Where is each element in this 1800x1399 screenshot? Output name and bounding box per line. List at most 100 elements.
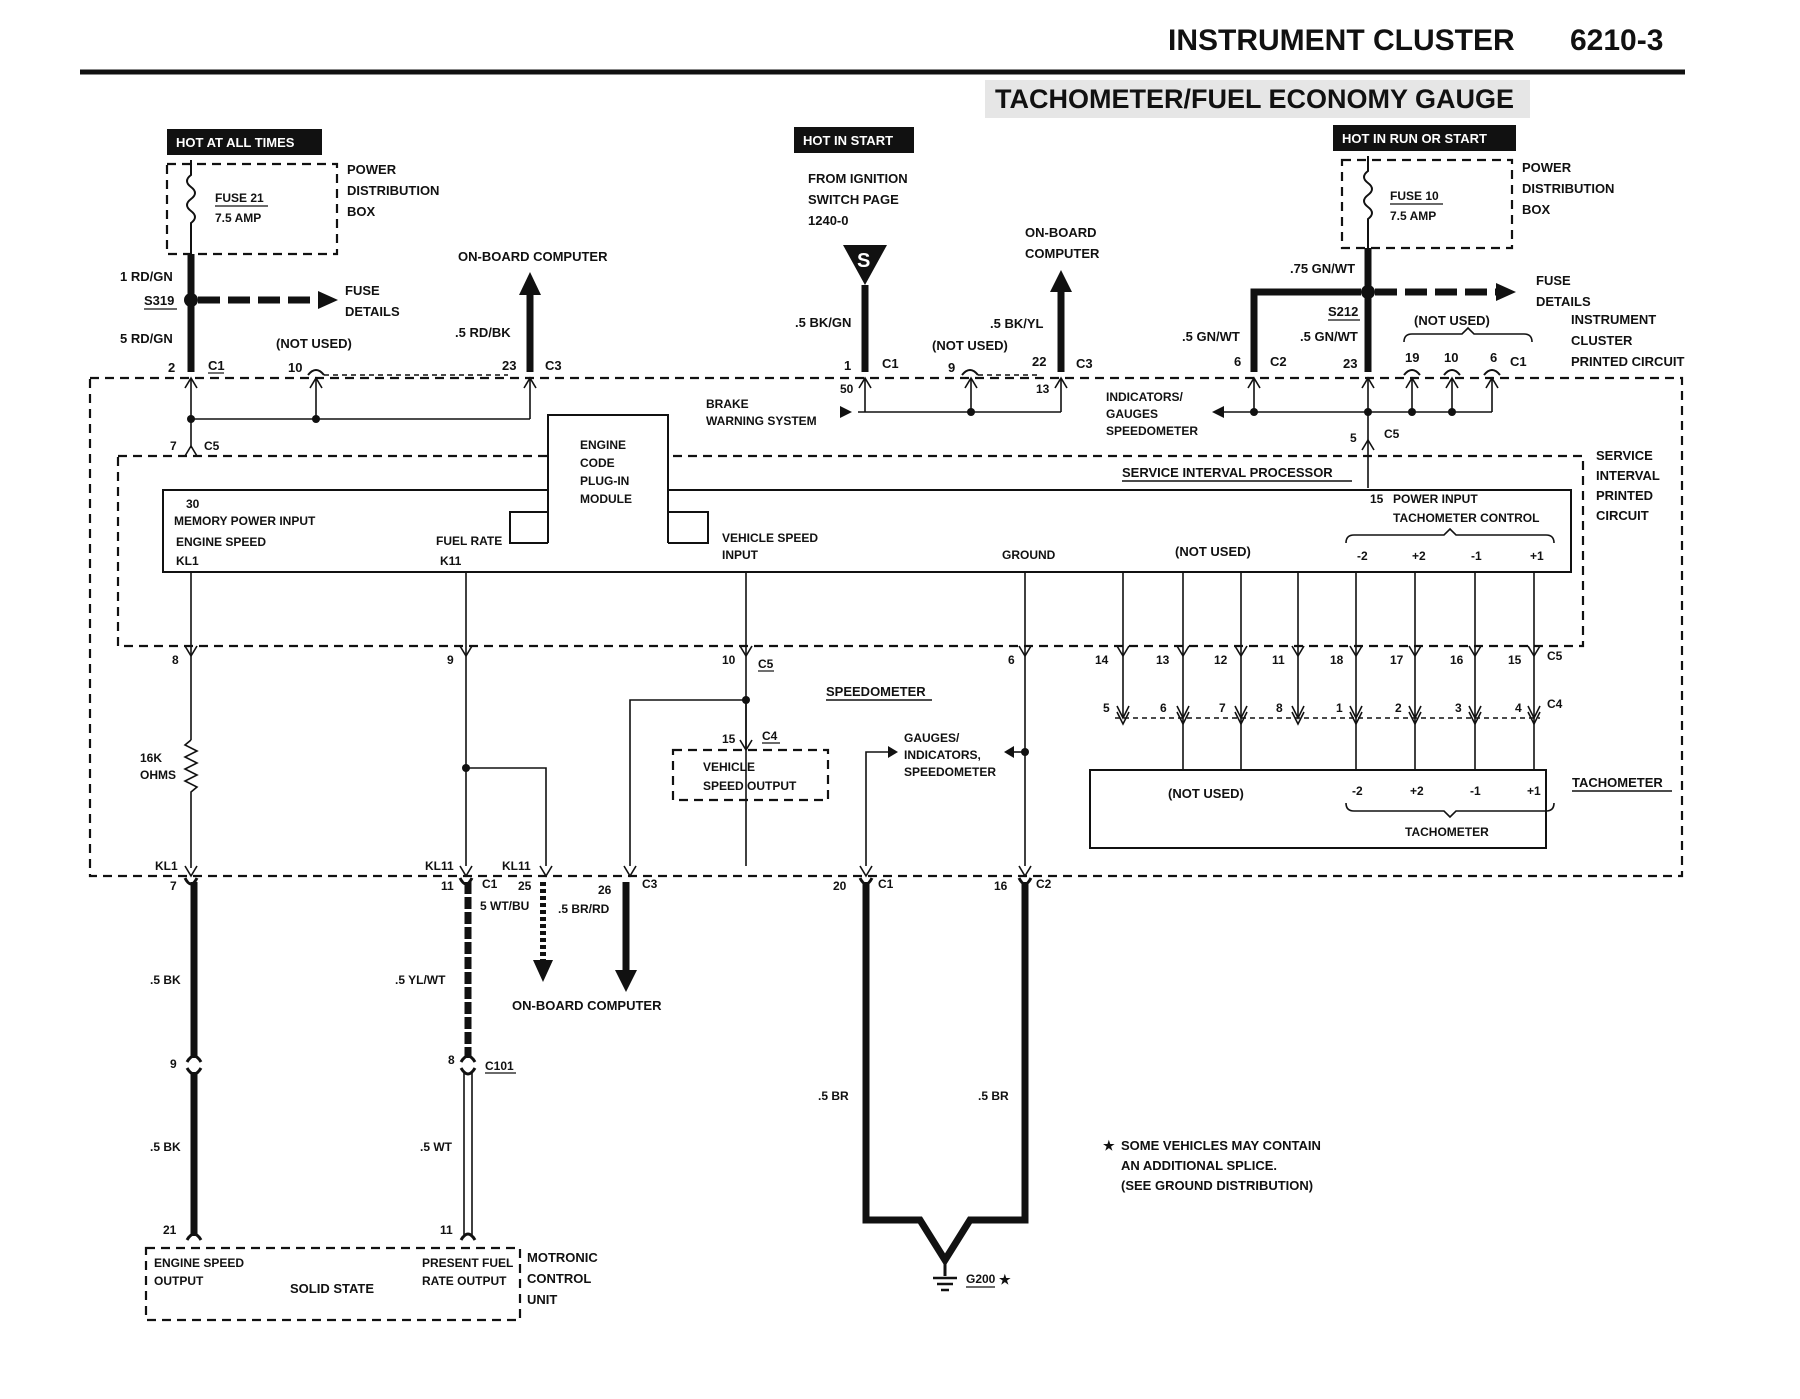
c4-pin-3: 3 <box>1455 701 1462 715</box>
wire-label-gnwt-2: .5 GN/WT <box>1300 329 1358 344</box>
pin-8: 8 <box>172 653 179 667</box>
pin-6b: 6 <box>1490 350 1497 365</box>
speedometer-label: SPEEDOMETER <box>826 684 926 699</box>
engine-code-2: CODE <box>580 456 615 470</box>
pin-23a: 23 <box>502 358 516 373</box>
pin-17: 17 <box>1390 653 1404 667</box>
from-ignition-3: 1240-0 <box>808 213 848 228</box>
pin-7b: 7 <box>170 879 177 893</box>
note-line-2: AN ADDITIONAL SPLICE. <box>1121 1158 1277 1173</box>
resistor-16k <box>183 739 199 868</box>
connector-c2-b: C2 <box>1036 877 1052 891</box>
c4-pin-1: 1 <box>1336 701 1343 715</box>
sipc-4: CIRCUIT <box>1596 508 1649 523</box>
subtitle-band <box>985 80 1530 118</box>
pdb-left-1: POWER <box>347 162 397 177</box>
wire-label-bk-1: .5 BK <box>150 973 181 987</box>
tach-term-m1a: -1 <box>1471 549 1482 563</box>
tachometer-box <box>1089 769 1547 849</box>
c4-pin-8: 8 <box>1276 701 1283 715</box>
not-used-3: (NOT USED) <box>1414 313 1490 328</box>
tachometer-label: TACHOMETER <box>1572 775 1663 790</box>
engine-code-module <box>509 414 709 545</box>
tach-term-p1b: +1 <box>1527 784 1541 798</box>
wire-label-rdbk: .5 RD/BK <box>455 325 511 340</box>
engine-code-1: ENGINE <box>580 438 626 452</box>
indicators-label-3: SPEEDOMETER <box>1106 424 1198 438</box>
kl11-a: KL11 <box>425 859 454 873</box>
hot-at-all-times-label: HOT AT ALL TIMES <box>176 135 295 150</box>
pin-12: 12 <box>1214 653 1228 667</box>
from-ignition-2: SWITCH PAGE <box>808 192 899 207</box>
pin-9a: 9 <box>948 360 955 375</box>
tach-term-m2b: -2 <box>1352 784 1363 798</box>
pin-25: 25 <box>518 879 532 893</box>
pin-23b: 23 <box>1343 356 1357 371</box>
fuse-details-left-2: DETAILS <box>345 304 400 319</box>
pdb-right-1: POWER <box>1522 160 1572 175</box>
ground-input: GROUND <box>1002 548 1056 562</box>
pin-22: 22 <box>1032 354 1046 369</box>
pin-16b: 16 <box>994 879 1008 893</box>
icpc-2: CLUSTER <box>1571 333 1633 348</box>
fuse-21-box: FUSE 21 7.5 AMP <box>165 160 339 258</box>
present-fuel-2: RATE OUTPUT <box>422 1274 507 1288</box>
pin-11c: 11 <box>440 1223 453 1237</box>
splice-s212 <box>1361 285 1375 299</box>
mcu-label-1: MOTRONIC <box>527 1250 598 1265</box>
c4-pin-7: 7 <box>1219 701 1226 715</box>
gauges-label-1: GAUGES/ <box>904 731 960 745</box>
fuse-21-amp: 7.5 AMP <box>215 211 261 225</box>
mcu-label-2: CONTROL <box>527 1271 591 1286</box>
pin-8c: 8 <box>448 1053 455 1067</box>
pin-15-label: 15 <box>1370 492 1384 506</box>
pin-26: 26 <box>598 883 612 897</box>
fuse-21-label: FUSE 21 <box>215 191 264 205</box>
wire-label-bkgn: .5 BK/GN <box>795 315 851 330</box>
vehicle-speed-output-box <box>671 748 830 802</box>
solid-state-label: SOLID STATE <box>290 1281 374 1296</box>
pin-16: 16 <box>1450 653 1464 667</box>
pin-10: 10 <box>288 360 302 375</box>
middle-internal-bus <box>840 376 1068 418</box>
tach-term-p1a: +1 <box>1530 549 1544 563</box>
gauges-label-2: INDICATORS, <box>904 748 981 762</box>
fuse-10-label: FUSE 10 <box>1390 189 1439 203</box>
present-fuel-1: PRESENT FUEL <box>422 1256 513 1270</box>
fuel-rate-branch <box>466 767 547 866</box>
engine-speed-input: ENGINE SPEED <box>176 535 266 549</box>
connector-c1-a: C1 <box>208 358 225 373</box>
not-used-4: (NOT USED) <box>1175 544 1251 559</box>
sipc-3: PRINTED <box>1596 488 1653 503</box>
indicators-label-2: GAUGES <box>1106 407 1158 421</box>
connector-c5-a: C5 <box>204 439 220 453</box>
pdb-left-3: BOX <box>347 204 376 219</box>
wire-label-bk-2: .5 BK <box>150 1140 181 1154</box>
pin-15-vso: 15 <box>722 732 736 746</box>
fuse-details-left-1: FUSE <box>345 283 380 298</box>
wire-br-ground <box>862 882 1029 1267</box>
c5-pin-row <box>184 645 1541 658</box>
gauges-feed-left <box>865 751 892 866</box>
g200-label: G200 <box>966 1272 996 1286</box>
wire-label-br-2: .5 BR <box>978 1089 1009 1103</box>
obc-bottom-label: ON-BOARD COMPUTER <box>512 998 662 1013</box>
not-used-2: (NOT USED) <box>932 338 1008 353</box>
wire-label-ylwt: .5 YL/WT <box>395 973 446 987</box>
brake-label-2: WARNING SYSTEM <box>706 414 817 428</box>
connector-c2-a: C2 <box>1270 354 1287 369</box>
engine-speed-output-2: OUTPUT <box>154 1274 204 1288</box>
hot-in-run-badge <box>1333 125 1516 151</box>
pdb-left-2: DISTRIBUTION <box>347 183 439 198</box>
wire-label-wtbu: 5 WT/BU <box>480 899 529 913</box>
pin-13a: 13 <box>1036 382 1050 396</box>
note-line-3: (SEE GROUND DISTRIBUTION) <box>1121 1178 1313 1193</box>
pin-21: 21 <box>163 1223 177 1237</box>
g200-star: ★ <box>999 1272 1011 1287</box>
page-number: 6210-3 <box>1570 24 1663 57</box>
left-internal-bus <box>184 376 537 457</box>
pin-15: 15 <box>1508 653 1522 667</box>
pin-1: 1 <box>844 358 851 373</box>
connector-c1-c: C1 <box>1510 354 1527 369</box>
wire-label-br-1: .5 BR <box>818 1089 849 1103</box>
